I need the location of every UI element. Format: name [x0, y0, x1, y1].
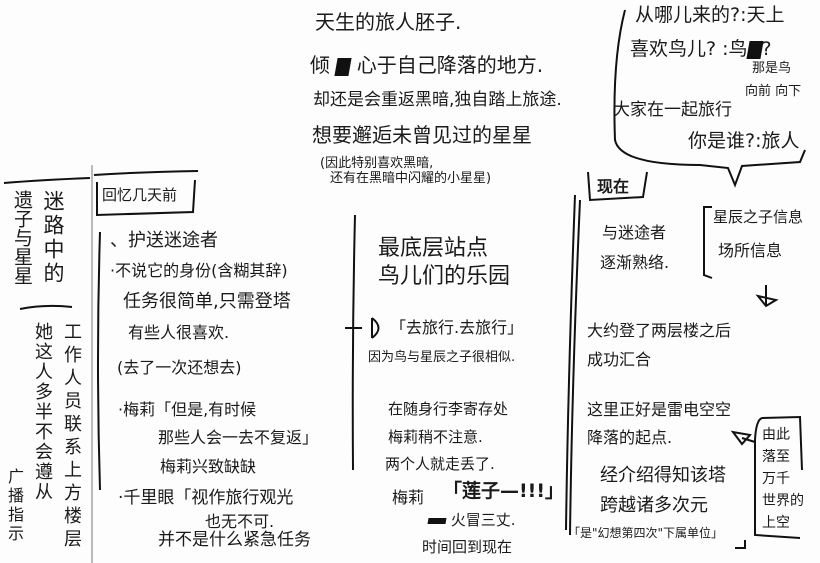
past-item: 并不是什么紧急任务: [158, 530, 311, 550]
middle-angry: 火冒三丈.: [427, 511, 516, 529]
past-top-line: [93, 170, 199, 176]
intro-note-1: (因此特别喜欢黑暗,: [320, 156, 434, 171]
side-note-line: 由此: [762, 427, 790, 443]
sidebar-column-1: 工作人员联系上方楼层: [61, 322, 82, 552]
bubble-line-3: 大家在一起旅行: [613, 100, 732, 120]
middle-connector: [345, 317, 380, 339]
side-note-box: [754, 415, 803, 539]
title-underline: [19, 304, 73, 310]
present-left-line: [569, 199, 581, 536]
sidebar-column-2: 她这人多半不会遵从: [32, 322, 53, 502]
bubble-question-4: 你是谁?:旅人: [688, 130, 800, 152]
side-note-line: 世界的: [762, 493, 804, 509]
info-bracket: [703, 206, 713, 279]
scribble-mark: [745, 40, 764, 59]
past-heading-box: [96, 179, 196, 217]
title-column-1: 迷路中的: [41, 190, 65, 286]
intro-line-4: 想要邂逅未曾见过的星星: [312, 123, 532, 147]
present-line-8: 跨越诸多次元: [600, 495, 708, 516]
present-line-4: 成功汇合: [587, 350, 652, 369]
middle-title-1: 最底层站点: [378, 236, 489, 261]
past-item: 、护送迷途者: [110, 230, 218, 251]
bubble-question-2-start: 喜欢鸟儿? :鸟: [630, 38, 748, 60]
middle-speaker: 梅莉: [392, 488, 425, 507]
present-line-1: 与迷途者: [602, 223, 667, 242]
past-item: (去了一次还想去): [117, 358, 242, 377]
middle-quote: 「去旅行.去旅行」: [390, 318, 524, 337]
past-item: 梅莉兴致缺缺: [160, 457, 257, 476]
present-side-note: 由此 落至 万千 世界的 上空: [762, 424, 806, 534]
middle-title-2: 鸟儿们的乐园: [378, 264, 511, 289]
side-note-line: 万千: [762, 471, 790, 487]
intro-line-1: 天生的旅人胚子.: [315, 10, 462, 34]
title-column-2: 遗子与星星: [11, 190, 33, 285]
past-item: ·不说它的身份(含糊其辞): [110, 261, 288, 280]
past-item: 有些人很喜欢.: [128, 323, 230, 342]
present-heading-box: [587, 171, 648, 202]
bubble-question-2-end: ?: [761, 38, 772, 60]
scribble-mark: [427, 517, 447, 524]
intro-line-2-start: 倾: [310, 53, 330, 77]
past-heading: 回忆几天前: [102, 186, 178, 204]
footer-bracket-end: [735, 540, 746, 549]
past-left-bracket: [97, 231, 101, 491]
speech-bubble: [613, 9, 806, 188]
side-note-line: 落至: [762, 449, 790, 465]
sidebar-column-3: 广播指示: [5, 468, 24, 544]
present-line-2: 逐渐熟络.: [600, 253, 670, 272]
present-line-7: 经介绍得知该塔: [600, 465, 726, 486]
present-info-2: 场所信息: [718, 241, 783, 260]
past-item: 那些人会一去不复返」: [158, 428, 319, 447]
bubble-aside-1: 那是鸟: [752, 61, 792, 76]
title-top-line: [3, 177, 91, 184]
intro-line-3: 却还是会重返黑暗,独自踏上旅途.: [313, 90, 562, 110]
present-info-1: 星辰之子信息: [713, 208, 804, 226]
left-arrow-icon: [730, 430, 756, 446]
past-item: 任务很简单,只需登塔: [123, 291, 291, 312]
bubble-aside-2: 向前 向下: [745, 84, 802, 99]
middle-reason: 因为鸟与星辰之子很相似.: [368, 350, 516, 365]
present-line-3: 大约登了两层楼之后: [587, 321, 732, 340]
scribble-mark: [334, 57, 352, 76]
past-item: 也无不可.: [205, 512, 275, 531]
intro-line-2: 倾 心于自己降落的地方.: [310, 55, 543, 76]
middle-shout: 「莲子—!!!」: [443, 480, 564, 502]
intro-line-2-end: 心于自己降落的地方.: [356, 53, 544, 77]
down-arrow-icon: [755, 285, 779, 308]
present-footer: 「是"幻想第四次"下属单位」: [568, 526, 724, 540]
middle-return: 时间回到现在: [422, 538, 513, 556]
middle-right-line: [565, 194, 576, 531]
past-item: ·千里眼「视作旅行观光: [118, 488, 294, 508]
present-heading: 现在: [597, 177, 630, 196]
middle-story-3: 两个人就走丢了.: [385, 455, 495, 473]
middle-angry-text: 火冒三丈.: [450, 511, 516, 529]
bubble-question-2: 喜欢鸟儿? :鸟?: [630, 40, 772, 59]
side-note-line: 上空: [762, 515, 790, 531]
intro-note-2: 还有在黑暗中闪耀的小星星): [330, 171, 492, 186]
past-right-bracket: [351, 214, 356, 471]
present-line-6: 降落的起点.: [587, 428, 673, 447]
middle-story-2: 梅莉稍不注意.: [388, 428, 483, 446]
bubble-question-1: 从哪儿来的?:天上: [635, 4, 785, 26]
middle-story-1: 在随身行李寄存处: [388, 400, 509, 418]
past-item: ·梅莉「但是,有时候: [118, 400, 257, 419]
present-line-5: 这里正好是雷电空空: [587, 400, 732, 419]
